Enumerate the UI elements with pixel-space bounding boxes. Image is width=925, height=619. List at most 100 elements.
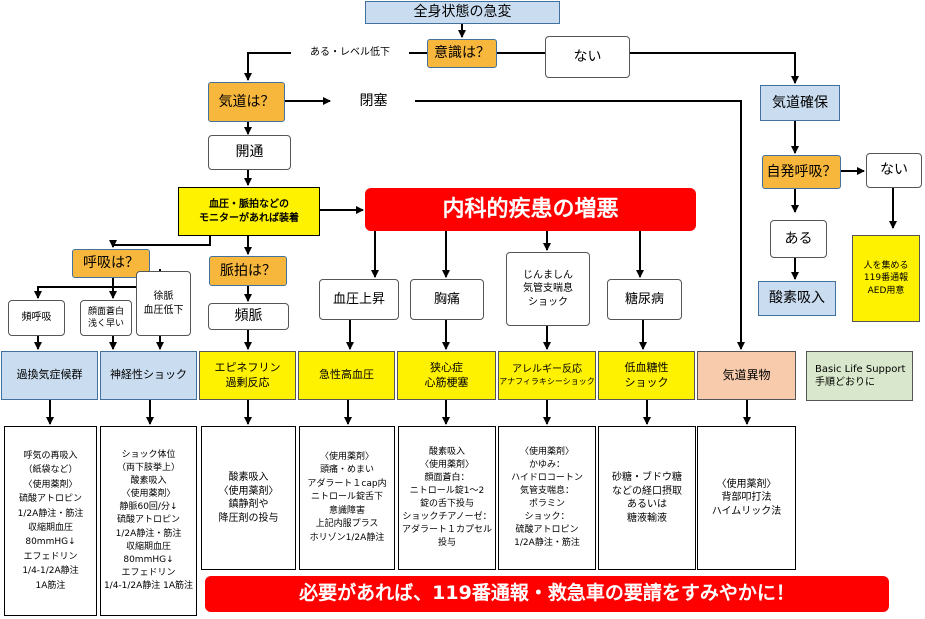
treatment-line: 〈使用薬剤〉: [23, 479, 78, 490]
treatment-line: 収縮期血圧: [125, 541, 171, 552]
allergy-symptoms-condition: じんましん 気管支喘息 ショック: [506, 252, 590, 326]
hypertension-label: 急性高血圧: [319, 368, 374, 382]
gather-line: 人を集める: [863, 261, 909, 272]
pulse-question: 脈拍は？: [209, 256, 287, 286]
treatment-line: 顔面蒼白：: [424, 472, 470, 483]
treatment-line: 硫酸アトロピン: [515, 525, 579, 536]
bls-line: Basic Life Support: [815, 363, 906, 375]
treatment-line: 意識障害: [328, 505, 365, 516]
angina-line: 心筋梗塞: [424, 375, 469, 389]
treatment-line: ポラミン: [528, 499, 565, 509]
cat-foreign-body: 気道異物: [697, 351, 796, 400]
gather-line: AED用意: [867, 285, 905, 296]
airway-obstruction: 閉塞: [332, 81, 415, 121]
treatment-line: ハイドロコートン: [511, 472, 583, 483]
rapid-breathing-label: 頻呼吸: [21, 312, 52, 324]
diabetes-condition: 糖尿病: [607, 279, 682, 320]
spont-breath-no-label: ない: [880, 162, 908, 179]
oxygen-box: 酸素吸入: [758, 281, 836, 316]
slow-pulse: 徐脈 血圧低下: [136, 271, 191, 336]
hypoglycemia-line: 低血糖性: [624, 360, 669, 374]
treatment-line: ショックチアノーゼ：: [402, 512, 492, 523]
treatment-epinephrine: 酸素吸入〈使用薬剤〉鎮静剤や降圧剤の投与: [201, 426, 296, 570]
spont-breath-yes: ある: [770, 220, 827, 258]
treatment-line: 1/4-1/2A静注 1A筋注: [103, 580, 194, 591]
internal-disease-title: 内科的疾患の増悪: [365, 188, 696, 231]
cat-hyperventilation: 過換気症候群: [1, 351, 98, 400]
treatment-line: 鎮静剤や: [228, 499, 269, 510]
call-ambulance-banner: 必要があれば、119番通報・救急車の要請をすみやかに！: [205, 576, 889, 612]
epinephrine-line: エピネフリン: [214, 360, 281, 374]
treatment-line: などの経口摂取: [612, 485, 682, 497]
treatment-line: あるいは: [627, 499, 667, 510]
treatment-line: アダラート１cap内: [307, 478, 387, 489]
treatment-line: 1/2A静注・筋注: [17, 508, 84, 519]
consciousness-question: 意識は？: [427, 39, 497, 68]
cat-bls: Basic Life Support 手順どおりに: [806, 351, 913, 401]
level-down-label: ある・レベル低下: [310, 46, 390, 58]
angina-line: 狭心症: [430, 360, 463, 374]
chest-pain-label: 胸痛: [433, 291, 460, 307]
breathing-question: 呼吸は？: [72, 249, 150, 278]
treatment-line: かゆみ：: [528, 459, 565, 470]
banner-label: 必要があれば、119番通報・救急車の要請をすみやかに！: [299, 582, 795, 605]
treatment-line: 酸素吸入: [130, 476, 167, 487]
allergy-q-line: 気管支喘息: [523, 283, 573, 295]
breathing-question-label: 呼吸は？: [83, 255, 139, 272]
treatment-hypoglycemia: 砂糖・ブドウ糖などの経口摂取あるいは糖液輸液: [598, 426, 696, 570]
treatment-line: 収縮期血圧: [27, 523, 73, 533]
consciousness-question-label: 意識は？: [434, 45, 490, 62]
neurogenic-label: 神経性ショック: [110, 368, 187, 382]
treatment-line: 酸素吸入: [228, 472, 269, 483]
bp-up-label: 血圧上昇: [332, 291, 385, 307]
allergy-q-line: ショック: [528, 296, 568, 308]
treatment-line: 投与: [437, 538, 456, 549]
airway-question-label: 気道は？: [218, 93, 275, 110]
slow-pulse-line: 徐脈: [153, 291, 174, 302]
treatment-line: 気管支喘息：: [519, 485, 574, 496]
treatment-line: 〈使用薬剤〉: [218, 485, 279, 497]
treatment-line: 1/2A静注・筋注: [115, 528, 182, 539]
spont-breath-no: ない: [866, 153, 922, 188]
monitor-line: モニターがあれば装着: [199, 212, 299, 224]
treatment-line: 1A筋注: [35, 580, 66, 591]
treatment-line: （紙袋など）: [23, 465, 78, 476]
treatment-allergy: 〈使用薬剤〉かゆみ：ハイドロコートン気管支喘息：ポラミンショック：硫酸アトロピン…: [498, 426, 596, 570]
general-change-box: 全身状態の急変: [365, 1, 560, 24]
slow-pulse-line: 血圧低下: [143, 304, 184, 316]
hypoglycemia-line: ショック: [624, 375, 669, 389]
treatment-line: ハイムリック法: [711, 505, 782, 517]
pale-line: 顔面蒼白: [87, 306, 124, 317]
spont-breath-yes-label: ある: [784, 230, 813, 247]
treatment-line: ホリゾン1/2A静注: [309, 532, 385, 543]
monitor-box: 血圧・脈拍などの モニターがあれば装着: [178, 187, 320, 236]
consciousness-none: ない: [545, 36, 630, 78]
treatment-line: ショック体位: [121, 450, 176, 461]
treatment-hypertension: 〈使用薬剤〉頭痛・めまいアダラート１cap内ニトロール錠舌下意識障害上記内服プラ…: [299, 426, 395, 570]
open-label: 開通: [235, 144, 264, 161]
bls-line: 手順どおりに: [815, 377, 875, 388]
treatment-line: 1/2A静注・筋注: [514, 538, 580, 549]
pale-line: 浅く早い: [87, 319, 124, 329]
treatment-line: 硫酸アトロピン: [18, 494, 82, 505]
airway-open: 開通: [208, 135, 291, 170]
pulse-question-label: 脈拍は？: [220, 262, 276, 279]
treatment-line: 静脈60回/分↓: [119, 502, 178, 513]
allergy-q-line: じんましん: [523, 269, 573, 281]
cat-epinephrine: エピネフリン 過剰反応: [199, 351, 296, 400]
treatment-line: （両下肢挙上）: [116, 463, 180, 474]
treatment-line: 〈使用薬剤〉: [716, 478, 777, 490]
treatment-line: 80mmHG↓: [123, 554, 174, 565]
treatment-foreign-body: 〈使用薬剤〉背部叩打法ハイムリック法: [697, 426, 796, 570]
treatment-line: 錠の舌下投与: [419, 499, 474, 509]
treatment-line: 80mmHG↓: [25, 537, 76, 548]
spont-breath-question: 自発呼吸？: [762, 155, 841, 189]
treatment-line: 〈使用薬剤〉: [519, 446, 574, 457]
bp-up-condition: 血圧上昇: [319, 279, 399, 320]
treatment-line: 糖液輸液: [627, 512, 667, 524]
airway-secure-label: 気道確保: [772, 94, 828, 111]
treatment-line: 降圧剤の投与: [218, 512, 279, 524]
treatment-line: 上記内服プラス: [315, 519, 379, 530]
